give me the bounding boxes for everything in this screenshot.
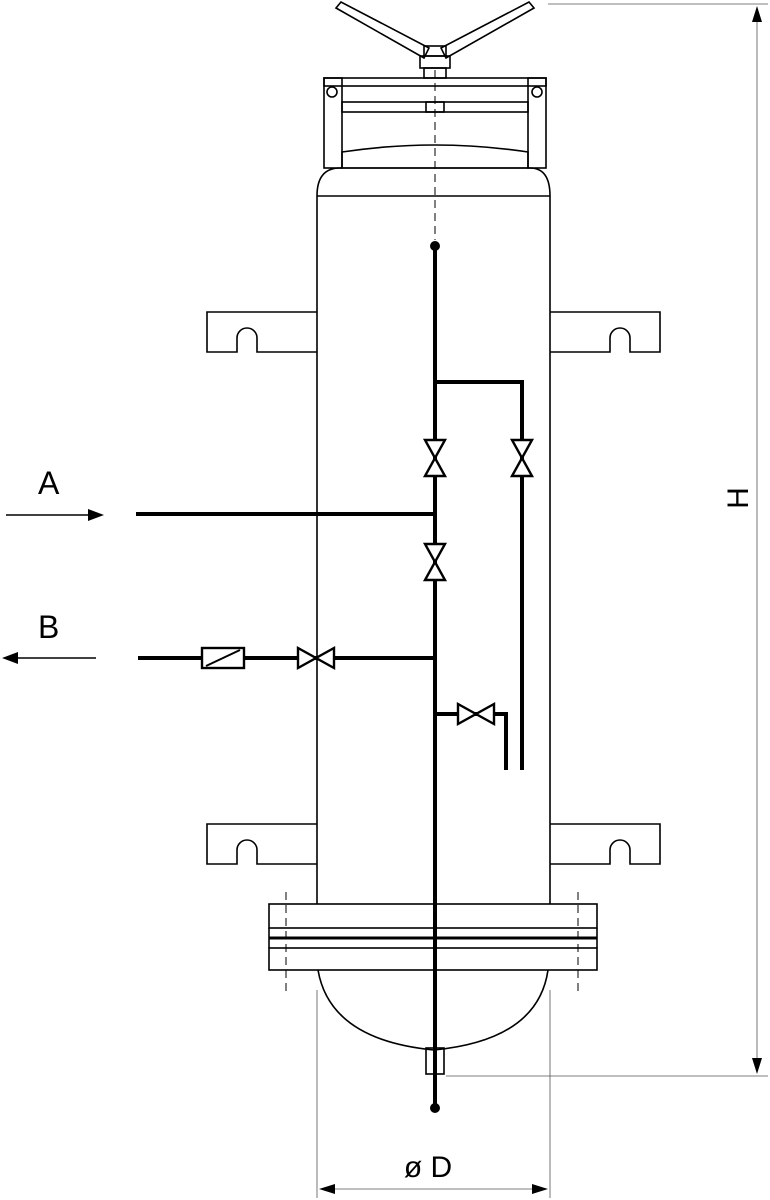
mounting-lug-lower-right	[550, 823, 661, 865]
outlet-arrow	[2, 652, 96, 664]
diameter-label: ø D	[404, 1151, 452, 1184]
height-label: H	[722, 487, 755, 509]
valve-main-lower	[422, 542, 448, 582]
outlet-label: B	[38, 609, 59, 645]
valve-outlet	[296, 645, 336, 671]
mounting-lug-lower-left	[206, 823, 317, 865]
mounting-lug-upper-left	[206, 311, 317, 353]
valve-drain-branch	[456, 701, 496, 727]
inlet-arrow	[6, 509, 104, 521]
valve-bypass	[509, 438, 535, 478]
height-dimension	[446, 3, 768, 1077]
strainer	[200, 646, 246, 670]
inlet-label: A	[38, 465, 60, 501]
mounting-lug-upper-right	[550, 311, 661, 353]
diameter-dimension	[316, 990, 551, 1198]
internal-piping	[136, 241, 524, 1113]
valve-main-upper	[422, 438, 448, 478]
top-handle	[334, 0, 536, 79]
